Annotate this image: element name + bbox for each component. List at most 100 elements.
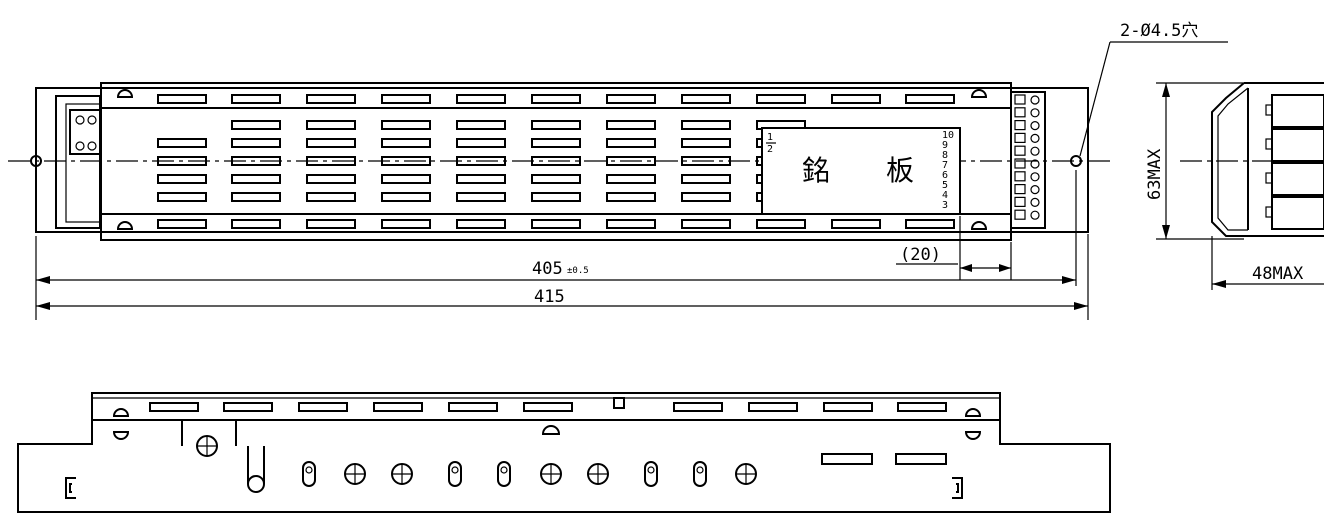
terminal-contact: [1030, 95, 1040, 105]
left-terminal-screw: [87, 115, 97, 125]
vent-slot: [905, 94, 955, 104]
arrowhead: [1074, 302, 1088, 310]
front-base-outline: [17, 392, 1111, 513]
front-slot-lower: [895, 453, 947, 465]
hole-note: 2-Ø4.5穴: [1120, 21, 1198, 41]
vent-slot: [381, 94, 431, 104]
vent-slot: [831, 94, 881, 104]
terminal-screw: [1014, 184, 1026, 195]
vent-slot: [456, 174, 506, 184]
dimension-405-tolerance: ±0.5: [567, 266, 589, 276]
terminal-screw: [1014, 209, 1026, 220]
vent-slot: [756, 94, 806, 104]
vent-slot: [306, 138, 356, 148]
arrowhead: [960, 264, 972, 272]
vent-slot: [681, 219, 731, 229]
front-rivet: [964, 431, 982, 440]
vent-slot: [531, 219, 581, 229]
vent-slot: [231, 138, 281, 148]
arrowhead: [36, 276, 50, 284]
nameplate-number: 7: [942, 160, 948, 171]
front-vent-slot: [448, 402, 498, 412]
front-screw-group: [196, 435, 757, 487]
front-rivet: [541, 425, 561, 435]
nameplate-number: 9: [942, 140, 948, 151]
vent-slot: [231, 174, 281, 184]
vent-slot: [681, 120, 731, 130]
right-terminal-block: [1010, 91, 1046, 229]
terminal-contact: [1030, 197, 1040, 207]
vent-slot: [456, 192, 506, 202]
vent-slot: [531, 174, 581, 184]
hole-leader-line: [1079, 41, 1111, 157]
vent-slot: [681, 94, 731, 104]
side-terminal: [1271, 196, 1324, 230]
vent-slot: [231, 192, 281, 202]
vent-slot: [606, 156, 656, 166]
terminal-screw: [1014, 196, 1026, 207]
terminal-screw: [1014, 94, 1026, 105]
nameplate: [761, 127, 961, 215]
lamp-holder-post: [247, 446, 265, 484]
vent-slot: [606, 174, 656, 184]
front-vent-slot: [523, 402, 573, 412]
front-vent-slot-group: [149, 402, 947, 412]
vent-slot: [456, 219, 506, 229]
lamp-pin-top: [696, 466, 704, 474]
terminal-contact: [1030, 210, 1040, 220]
arrowhead: [36, 302, 50, 310]
arrowhead: [1212, 280, 1226, 288]
vent-slot: [681, 174, 731, 184]
lamp-pin: [497, 461, 511, 487]
vent-slot: [456, 94, 506, 104]
vent-slot: [606, 219, 656, 229]
vent-slot: [681, 192, 731, 202]
terminal-contact: [1030, 172, 1040, 182]
cover-rivet: [970, 89, 988, 98]
terminal-screw: [1014, 132, 1026, 143]
nameplate-number: 5: [942, 180, 948, 191]
nameplate-text: 銘 板: [802, 154, 914, 187]
terminal-contact: [1030, 159, 1040, 169]
vent-slot: [306, 192, 356, 202]
side-terminal: [1271, 162, 1324, 196]
lamp-pin-top: [451, 466, 459, 474]
right-hook: [952, 477, 963, 499]
vent-slot: [157, 174, 207, 184]
side-terminal: [1271, 128, 1324, 162]
lamp-pin: [644, 461, 658, 487]
cover-rivet: [970, 221, 988, 230]
lamp-pin: [302, 461, 316, 487]
front-vent-slot: [823, 402, 873, 412]
left-terminal-screw: [75, 115, 85, 125]
lamp-pin-top: [647, 466, 655, 474]
vent-slot: [456, 120, 506, 130]
vent-slot: [381, 138, 431, 148]
vent-slot: [231, 120, 281, 130]
cover-rivet: [116, 89, 134, 98]
lamp-pin: [448, 461, 462, 487]
front-vent-slot: [897, 402, 947, 412]
base-plate-outline: [35, 87, 1089, 233]
vent-slot: [831, 219, 881, 229]
vent-slot: [381, 174, 431, 184]
cover-rivet: [116, 221, 134, 230]
vent-slot: [231, 94, 281, 104]
lamp-holder-pin: [247, 475, 265, 493]
left-hook: [65, 477, 76, 499]
terminal-contact: [1030, 120, 1040, 131]
vent-slot: [756, 219, 806, 229]
dimension-63max: 63MAX: [1145, 148, 1165, 200]
vent-slot: [606, 138, 656, 148]
nameplate-number: 8: [942, 150, 948, 161]
terminal-screw: [1014, 145, 1026, 156]
front-tab: [613, 397, 625, 409]
front-vent-slot: [373, 402, 423, 412]
nameplate-number: 6: [942, 170, 948, 181]
vent-slot: [531, 138, 581, 148]
terminal-contact: [1030, 185, 1040, 195]
front-bracket: [181, 420, 237, 446]
mounting-hole-left: [30, 155, 42, 167]
